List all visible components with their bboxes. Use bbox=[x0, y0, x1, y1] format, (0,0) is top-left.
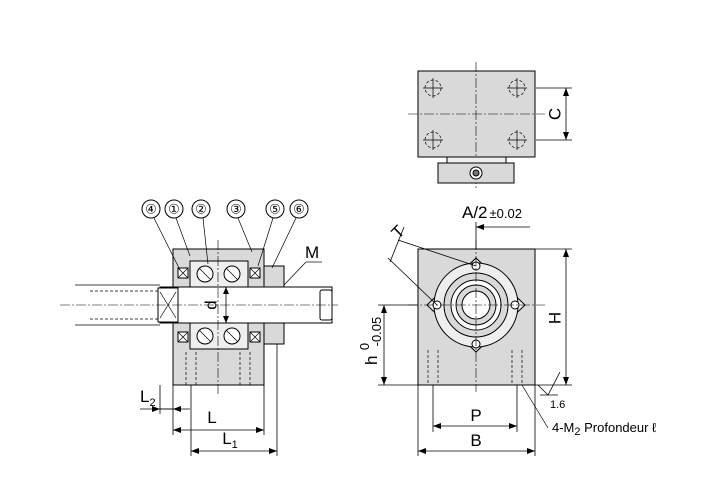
dimension-l2-label: L2 bbox=[140, 387, 156, 409]
dimension-t-label: T bbox=[388, 222, 409, 243]
callout-3: ③ bbox=[226, 199, 253, 253]
svg-text:⑤: ⑤ bbox=[269, 201, 281, 216]
callout-2: ② bbox=[191, 199, 211, 265]
upper-bearings bbox=[177, 260, 261, 288]
callout-1: ① bbox=[164, 199, 191, 257]
dimension-h-lower-label: h 0 -0.05 bbox=[356, 317, 384, 365]
dimension-p-label: P bbox=[470, 406, 481, 425]
callout-5: ⑤ bbox=[257, 199, 285, 267]
svg-text:④: ④ bbox=[145, 201, 157, 216]
svg-text:③: ③ bbox=[230, 201, 242, 216]
thread-m-label: M bbox=[305, 243, 319, 262]
tap-note: 4-M2 Profondeur ℓ bbox=[552, 420, 657, 438]
svg-text:h 0 -0.05: h 0 -0.05 bbox=[356, 317, 384, 365]
svg-text:②: ② bbox=[195, 201, 207, 216]
front-view-dimensions: T A/2±0.02 H h 0 -0.05 bbox=[356, 203, 657, 456]
surface-roughness-symbol: 1.6 bbox=[537, 371, 565, 411]
side-view-dimensions: L2 L L1 bbox=[140, 344, 278, 456]
dimension-l1-label: L1 bbox=[222, 429, 238, 451]
front-view bbox=[408, 240, 545, 392]
svg-text:⑥: ⑥ bbox=[293, 201, 305, 216]
dimension-d-label: d bbox=[201, 300, 220, 309]
lower-bearings bbox=[177, 322, 261, 350]
side-view-locknut bbox=[263, 265, 285, 288]
svg-text:①: ① bbox=[168, 201, 180, 216]
callout-4: ④ bbox=[141, 199, 181, 271]
dimension-c-label: C bbox=[545, 108, 564, 120]
dimension-a-label: A/2±0.02 bbox=[462, 203, 522, 222]
top-view-locknut-flange bbox=[446, 156, 507, 164]
side-view: d M bbox=[60, 240, 338, 395]
dimension-b-label: B bbox=[470, 431, 481, 450]
dimension-h-label: H bbox=[545, 312, 564, 324]
dimension-l-label: L bbox=[207, 408, 216, 427]
top-view-tapped-holes bbox=[423, 78, 527, 150]
svg-text:1.6: 1.6 bbox=[550, 399, 565, 411]
top-view: C bbox=[408, 62, 572, 188]
callout-balloons: ④ ① ② ③ ⑤ ⑥ bbox=[141, 199, 309, 271]
callout-6: ⑥ bbox=[271, 199, 309, 269]
